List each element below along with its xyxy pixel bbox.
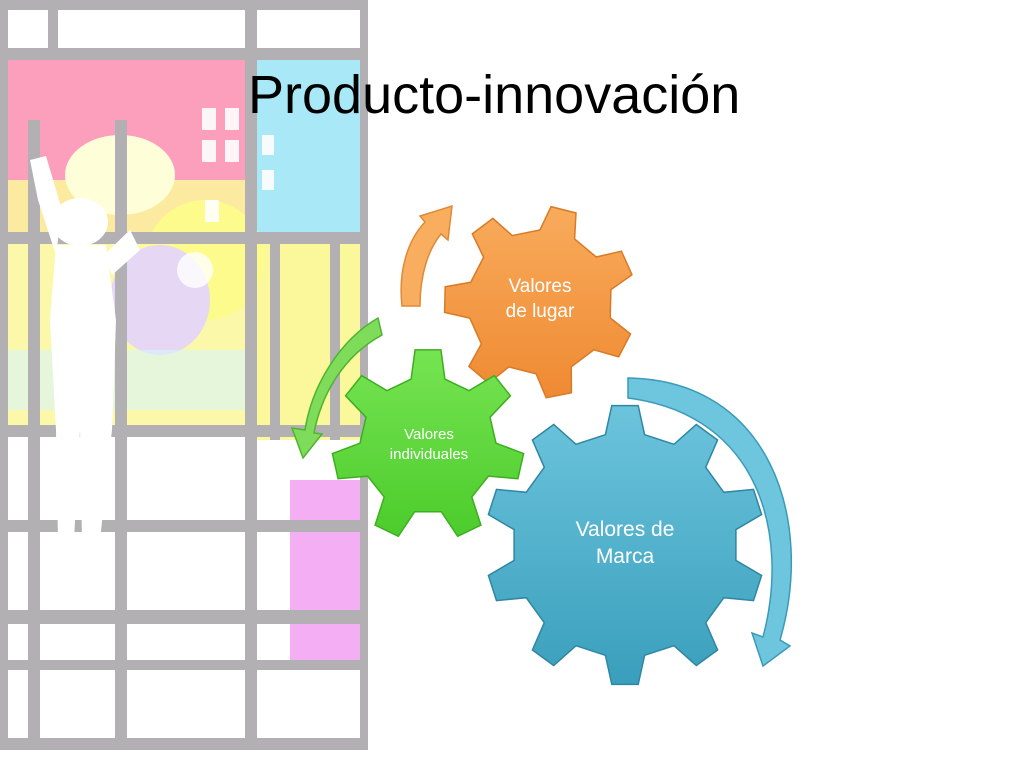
white-dot xyxy=(177,252,213,288)
orange-cycle-arrow xyxy=(400,204,453,307)
green-cycle-arrow xyxy=(290,316,383,460)
background-illustration xyxy=(0,0,368,750)
individual-values-label: Valores individuales xyxy=(366,425,492,464)
place-gear-shape xyxy=(443,205,633,399)
individual-gear-shape xyxy=(331,349,525,538)
painter-silhouette xyxy=(30,156,140,540)
individual-values-line-2: individuales xyxy=(389,445,469,463)
individual-values-gear xyxy=(331,349,525,538)
window-grid xyxy=(0,0,368,750)
place-values-line-1: Valores xyxy=(508,276,572,297)
brand-values-line-1: Valores de xyxy=(575,518,675,541)
place-values-label: Valores de lugar xyxy=(480,275,600,324)
place-values-line-2: de lugar xyxy=(505,300,575,322)
window-panes xyxy=(10,12,359,735)
small-windows xyxy=(202,108,274,222)
pale-cyan-strip xyxy=(8,350,248,410)
brand-gear-shape xyxy=(487,404,763,686)
place-values-gear xyxy=(443,205,633,399)
brand-values-label: Valores de Marca xyxy=(555,516,695,571)
brand-values-line-2: Marca xyxy=(595,545,655,569)
individual-values-line-1: Valores xyxy=(404,426,454,443)
magenta-figure-area xyxy=(290,480,360,660)
brand-values-gear xyxy=(487,404,763,686)
slide-title: Producto-innovación xyxy=(248,65,741,125)
blue-cycle-arrow xyxy=(627,377,792,668)
